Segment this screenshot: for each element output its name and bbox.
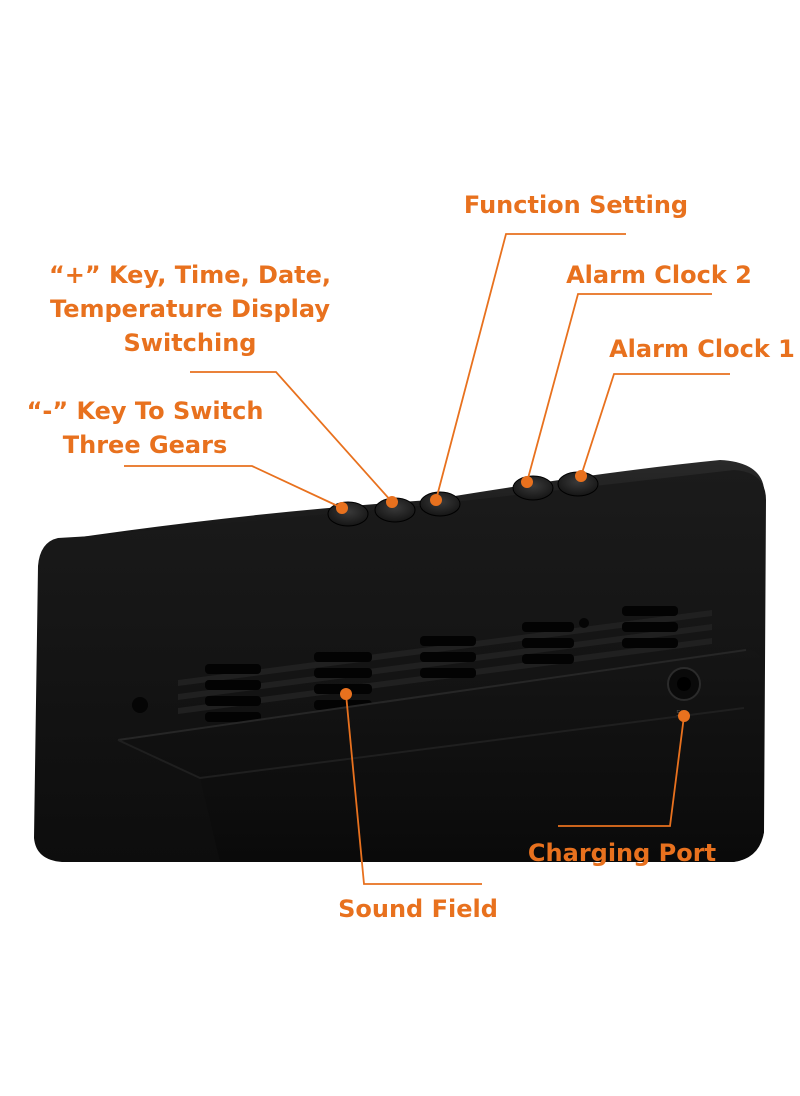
indicator-dot xyxy=(579,618,589,628)
function-setting-leader xyxy=(435,233,626,501)
alarm-clock-2-leader xyxy=(526,293,712,483)
speaker-grille xyxy=(178,606,712,722)
device-stand xyxy=(118,650,764,862)
callout-dots xyxy=(336,470,690,722)
alarm-2-key[interactable] xyxy=(512,475,554,501)
minus-key-label-line-1: “-” Key To Switch xyxy=(26,397,264,425)
sound-field-leader xyxy=(345,693,482,885)
minus-key-label: “-” Key To Switch Three Gears xyxy=(20,394,270,462)
minus-key[interactable] xyxy=(327,501,369,527)
plus-key-label-line-1: “+” Key, Time, Date, xyxy=(48,261,332,289)
screw-hole xyxy=(132,697,148,713)
function-setting-label: Function Setting xyxy=(463,191,689,219)
alarm-clock-1-label: Alarm Clock 1 xyxy=(609,335,795,363)
charging-port-leader xyxy=(558,715,685,827)
plus-key-label-line-2: Temperature Display xyxy=(50,295,330,323)
minus-key-label-line-2: Three Gears xyxy=(62,431,228,459)
alarm-clock-2-label: Alarm Clock 2 xyxy=(566,261,752,289)
plus-key-label: “+” Key, Time, Date, Temperature Display… xyxy=(40,258,340,360)
plus-key-label-line-3: Switching xyxy=(123,329,257,357)
plus-key-leader xyxy=(190,371,393,503)
alarm-clock-1-leader xyxy=(580,373,730,477)
charging-port-label: Charging Port xyxy=(527,839,717,867)
minus-key-leader xyxy=(124,465,343,509)
sound-field-label: Sound Field xyxy=(338,895,498,923)
callout-lines xyxy=(124,233,730,885)
